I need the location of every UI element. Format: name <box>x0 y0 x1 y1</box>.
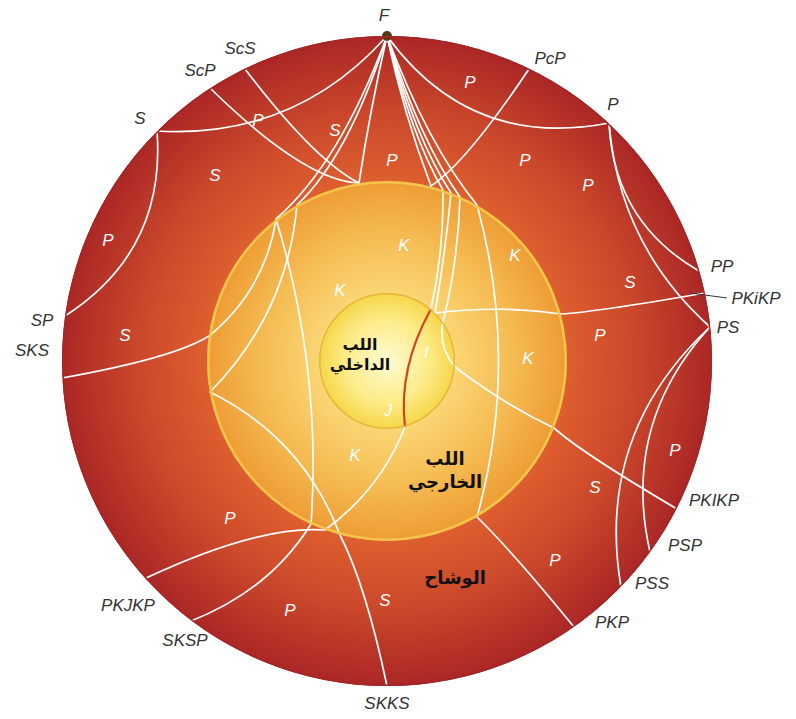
ray-path <box>387 36 677 509</box>
segment-letter: K <box>509 247 520 264</box>
mantle-region: الوشاح اللب الخارجي اللب الداخلي <box>62 36 712 686</box>
phase-label: F <box>379 7 389 24</box>
segment-letter: P <box>582 177 593 194</box>
phase-label: SKKS <box>364 695 409 712</box>
segment-letter: P <box>594 327 605 344</box>
segment-letter: P <box>284 602 295 619</box>
j-wave-path <box>404 309 431 427</box>
region-name: اللب الداخلي <box>330 335 390 375</box>
phase-label: PKIKP <box>689 492 739 509</box>
segment-letter: S <box>209 167 220 184</box>
ray-path <box>62 36 387 378</box>
segment-letter: I <box>424 344 429 361</box>
phase-label: SP <box>31 312 54 329</box>
ray-path <box>157 36 387 132</box>
segment-letter: P <box>519 152 530 169</box>
segment-letter: K <box>522 350 533 367</box>
segment-letter: S <box>329 122 340 139</box>
inner-core-fill <box>319 293 455 429</box>
ray-path <box>146 427 405 578</box>
phase-label: PKiKP <box>731 290 780 307</box>
phase-label: SKS <box>15 342 49 359</box>
region-circle <box>63 37 712 686</box>
phase-label: P <box>607 96 618 113</box>
outer-core-fill <box>207 181 567 541</box>
phase-label: ScP <box>184 62 215 79</box>
segment-letter: P <box>252 112 263 129</box>
ray-path <box>210 88 359 183</box>
leader-line <box>690 293 727 298</box>
phase-label: PKJKP <box>101 597 155 614</box>
region-circle <box>320 294 455 429</box>
ray-path <box>643 327 710 552</box>
segment-letter: S <box>119 327 130 344</box>
segment-letter: J <box>384 402 393 419</box>
phase-label: ScS <box>224 40 255 57</box>
segment-letter: K <box>398 237 409 254</box>
region-name: الوشاح <box>424 567 486 590</box>
phase-label: PSP <box>668 537 702 554</box>
segment-letter: S <box>589 479 600 496</box>
segment-letter: S <box>624 274 635 291</box>
segment-letter: P <box>102 232 113 249</box>
ray-path <box>387 36 443 309</box>
ray-path <box>609 123 710 327</box>
segment-letter: K <box>334 282 345 299</box>
ray-path <box>609 123 699 271</box>
segment-letter: P <box>669 442 680 459</box>
segment-letter: K <box>349 447 360 464</box>
phase-label: PSS <box>635 575 669 592</box>
region-name: اللب الخارجي <box>408 448 482 493</box>
phase-label: PcP <box>534 50 565 67</box>
phase-label: PS <box>717 319 740 336</box>
segment-letter: P <box>224 510 235 527</box>
segment-letter: P <box>464 74 475 91</box>
outer-core-region: اللب الخارجي اللب الداخلي <box>207 181 567 541</box>
segment-letter: S <box>379 592 390 609</box>
phase-label: SKSP <box>162 632 207 649</box>
region-circle <box>208 182 566 540</box>
segment-letter: P <box>386 152 397 169</box>
phase-label: PKP <box>595 614 629 631</box>
phase-label: PP <box>711 258 734 275</box>
ray-paths <box>62 36 710 686</box>
inner-core-region: اللب الداخلي <box>319 293 455 429</box>
segment-letter: P <box>549 552 560 569</box>
ray-path <box>65 131 158 316</box>
mantle-fill <box>62 36 712 686</box>
phase-label: S <box>134 110 145 127</box>
ray-path <box>191 219 313 621</box>
